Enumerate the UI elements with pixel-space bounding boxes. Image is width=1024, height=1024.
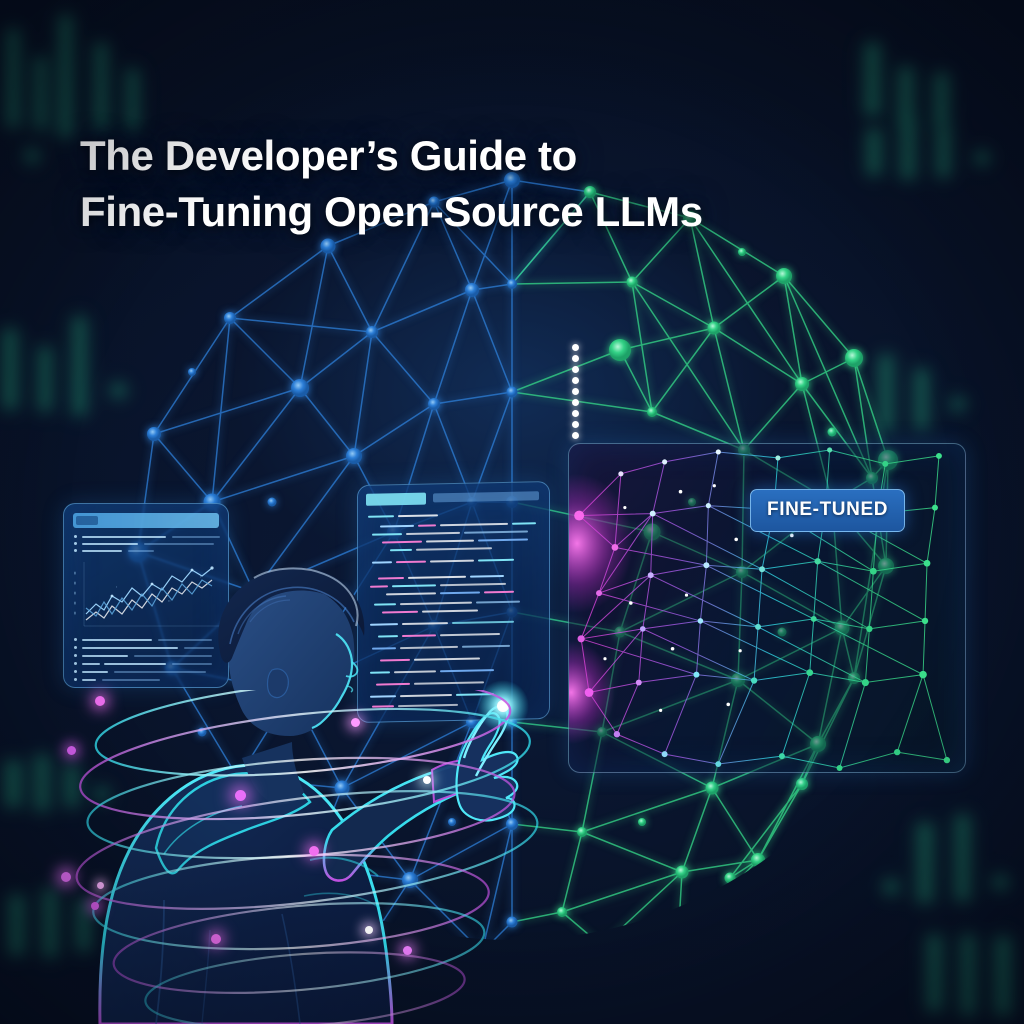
page-title: The Developer’s Guide to Fine-Tuning Ope…: [80, 128, 860, 239]
code-editor-tab[interactable]: [366, 492, 426, 506]
dashboard-header-tab: [76, 516, 98, 525]
dashboard-header-bar: [73, 513, 219, 528]
status-badge: FINE-TUNED: [750, 489, 906, 532]
title-line-1: The Developer’s Guide to: [80, 132, 577, 180]
dotted-divider: [572, 344, 581, 444]
title-line-2: Fine-Tuning Open-Source LLMs: [80, 187, 703, 235]
fine-tuned-network-panel[interactable]: FINE-TUNED: [568, 443, 966, 773]
code-editor-toolbar: [433, 491, 539, 503]
developer-figure: [60, 530, 580, 1024]
